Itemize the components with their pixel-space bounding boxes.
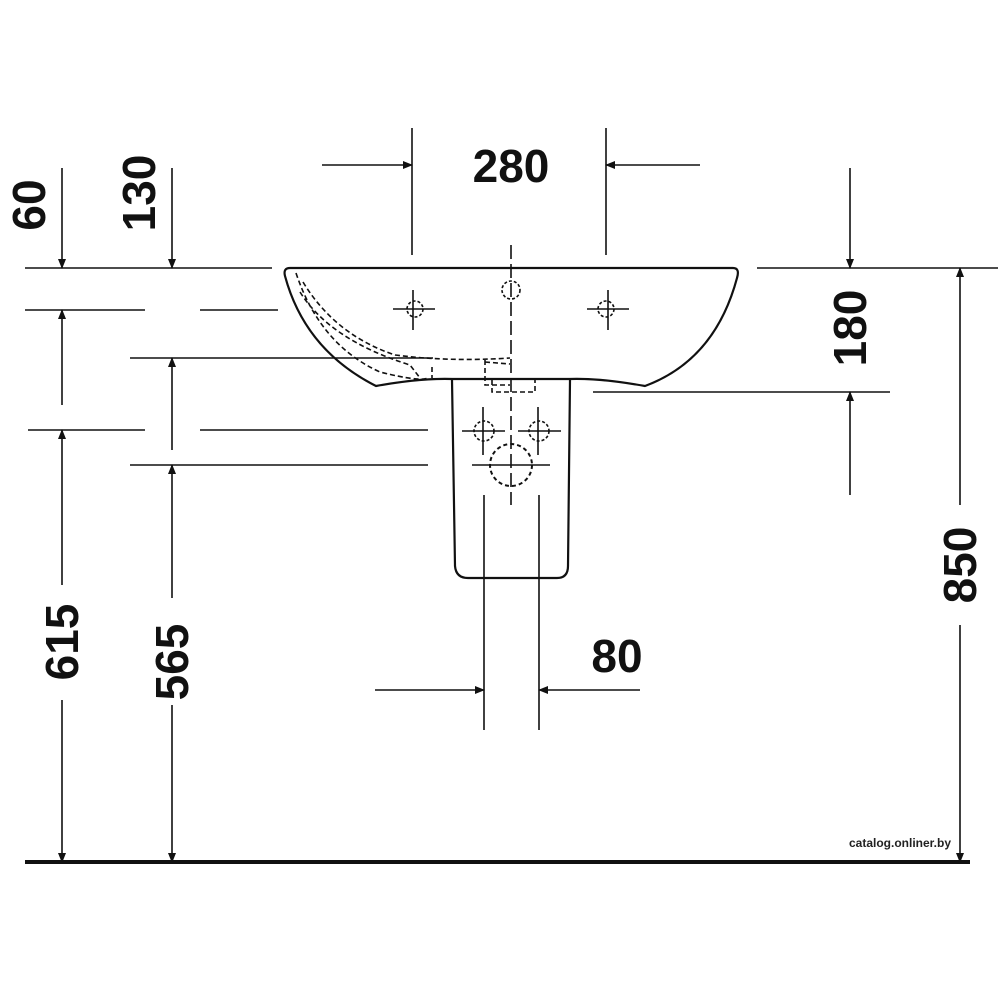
dimension-arrows bbox=[58, 161, 964, 863]
overflow-hole-icon bbox=[501, 280, 521, 300]
dimension-80: 80 bbox=[591, 630, 642, 682]
dimension-280: 280 bbox=[473, 140, 550, 192]
tap-hole-right-icon bbox=[587, 290, 629, 330]
pedestal-outline bbox=[450, 379, 572, 580]
basin-outline bbox=[283, 266, 739, 388]
supply-left-icon bbox=[462, 407, 505, 455]
dimension-565: 565 bbox=[146, 624, 198, 701]
dimension-130: 130 bbox=[113, 155, 165, 232]
dimension-615: 615 bbox=[36, 604, 88, 681]
watermark: catalog.onliner.by bbox=[849, 836, 951, 850]
dimension-850: 850 bbox=[934, 527, 986, 604]
drain-icon bbox=[472, 443, 550, 487]
tap-hole-left-icon bbox=[393, 290, 435, 330]
dimension-60: 60 bbox=[3, 179, 55, 230]
supply-right-icon bbox=[518, 407, 561, 455]
basin-overflow-channel bbox=[295, 272, 536, 393]
dimension-180: 180 bbox=[824, 290, 876, 367]
